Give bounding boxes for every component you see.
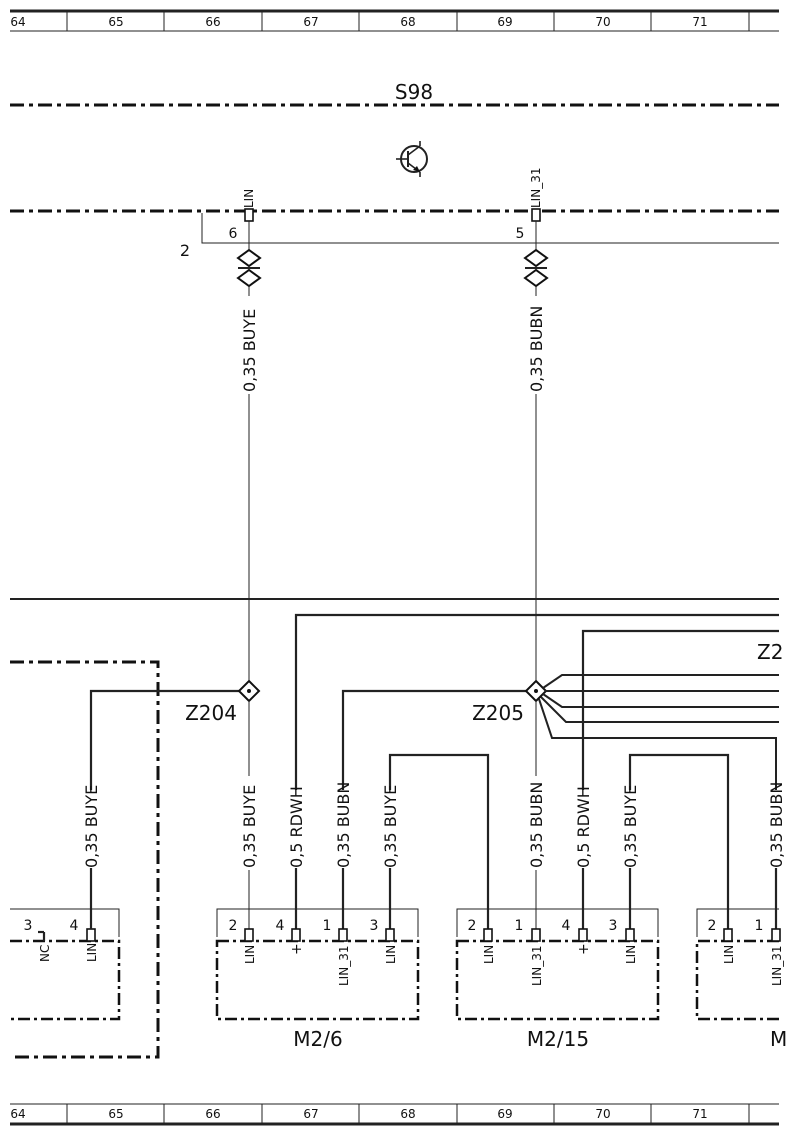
pin-number: 4 <box>70 918 79 934</box>
junction-z205: Z205 <box>341 674 779 929</box>
wire-label: 0,35 BUBN <box>767 782 786 868</box>
transistor-icon <box>396 141 428 177</box>
wire-label: 0,35 BUYE <box>240 309 259 392</box>
wire-label: 0,5 RDWH <box>574 786 593 868</box>
pin-signal: LIN_31 <box>770 946 784 986</box>
module-title: M2/15 <box>527 1027 589 1051</box>
grid-label: 71 <box>692 15 707 29</box>
pin-number: 3 <box>370 918 379 934</box>
module-m2-15: M2/15 2 1 4 3 LIN LIN_31 + LIN <box>455 908 660 1051</box>
grid-label: 67 <box>303 15 318 29</box>
module-s98-title: S98 <box>395 80 433 104</box>
junction-z204: Z204 <box>89 679 261 929</box>
pin-number: 2 <box>708 918 717 934</box>
grid-ruler-bottom: 64 65 66 67 68 69 70 71 <box>10 1103 779 1126</box>
grid-label: 67 <box>303 1107 318 1121</box>
junction-label: Z205 <box>472 701 524 725</box>
pin-number: 2 <box>468 918 477 934</box>
grid-label: 66 <box>205 15 220 29</box>
module-title: M <box>770 1027 787 1051</box>
grid-label: 68 <box>400 1107 415 1121</box>
pin-number: 4 <box>562 918 571 934</box>
pin-number: 6 <box>229 226 238 242</box>
pin-s98-lin: LIN 6 <box>229 189 256 242</box>
pin-number: 1 <box>515 918 524 934</box>
grid-label: 65 <box>108 15 123 29</box>
grid-label: 65 <box>108 1107 123 1121</box>
grid-label: 66 <box>205 1107 220 1121</box>
pin-s98-lin31: LIN_31 5 <box>516 168 543 242</box>
pin-signal: LIN_31 <box>337 946 351 986</box>
wire-s98-lin31: 0,35 BUBN <box>523 221 549 684</box>
module-s98: S98 2 LIN 6 LIN_31 5 <box>10 80 779 260</box>
wire-label: 0,35 BUYE <box>381 785 400 868</box>
junction-label: Z2 <box>757 640 783 664</box>
pin-signal: LIN <box>384 945 398 964</box>
connector-number: 2 <box>180 241 190 260</box>
pin-signal: LIN <box>85 943 99 962</box>
grid-label: 71 <box>692 1107 707 1121</box>
wire-label: 0,35 BUBN <box>334 782 353 868</box>
pin-number: 2 <box>229 918 238 934</box>
pin-signal: LIN <box>242 189 256 208</box>
pin-number: 1 <box>323 918 332 934</box>
pin-number: 5 <box>516 226 525 242</box>
module-title: M2/6 <box>293 1027 342 1051</box>
pin-signal: + <box>576 943 592 955</box>
wire-label: 0,35 BUBN <box>527 306 546 392</box>
pin-signal: LIN_31 <box>529 168 543 208</box>
wire-label: 0,35 BUBN <box>527 782 546 868</box>
pin-signal: LIN <box>243 945 257 964</box>
lower-wires: 0,35 BUYE 0,35 BUYE 0,5 RDWH 0,35 BUBN 0… <box>82 753 786 929</box>
pin-number: 1 <box>755 918 764 934</box>
module-m2-6: M2/6 2 4 1 3 LIN + LIN_31 LIN <box>215 908 420 1051</box>
module-m-partial: M 2 1 LIN LIN_31 <box>695 908 787 1051</box>
grid-label: 64 <box>10 15 25 29</box>
plug-connector-icon <box>236 248 262 288</box>
pin-signal: LIN_31 <box>530 946 544 986</box>
pin-number: 4 <box>276 918 285 934</box>
wire-label: 0,5 RDWH <box>287 786 306 868</box>
grid-label: 69 <box>497 1107 512 1121</box>
wire-label: 0,35 BUYE <box>621 785 640 868</box>
grid-label: 70 <box>595 1107 610 1121</box>
grid-label: 69 <box>497 15 512 29</box>
pin-signal: LIN <box>624 945 638 964</box>
wire-label: 0,35 BUYE <box>82 785 101 868</box>
wire-s98-lin: 0,35 BUYE <box>236 221 262 684</box>
pin-signal: LIN <box>482 945 496 964</box>
left-module: 3 4 NC LIN <box>10 660 160 1059</box>
grid-label: 64 <box>10 1107 25 1121</box>
pin-number: 3 <box>609 918 618 934</box>
pin-signal: + <box>289 943 305 955</box>
bus-lines: Z2 <box>10 598 783 790</box>
pin-number: 3 <box>24 918 33 934</box>
junction-label: Z204 <box>185 701 237 725</box>
plug-connector-icon <box>523 248 549 288</box>
grid-label: 70 <box>595 15 610 29</box>
pin-signal: NC <box>38 945 52 962</box>
wire-label: 0,35 BUYE <box>240 785 259 868</box>
grid-ruler-top: 64 65 66 67 68 69 70 71 <box>10 9 779 32</box>
grid-label: 68 <box>400 15 415 29</box>
pin-signal: LIN <box>722 945 736 964</box>
